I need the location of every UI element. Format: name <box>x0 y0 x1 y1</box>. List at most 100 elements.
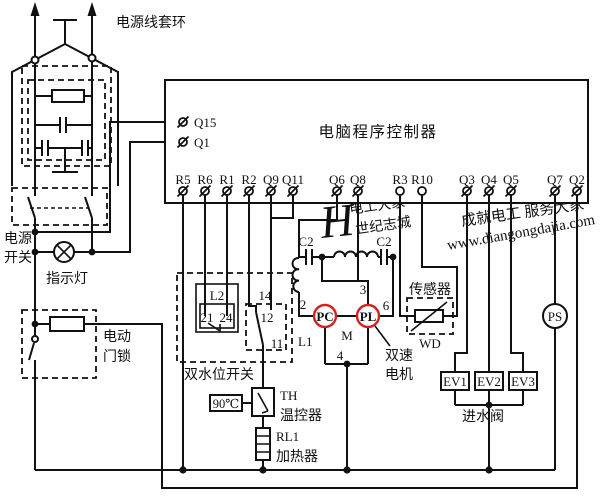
heater-label: 加热器 <box>276 449 318 465</box>
motor-pointer-line <box>374 325 391 347</box>
pl-label: PL <box>360 309 377 324</box>
terminal-Q3: Q3 <box>459 172 475 198</box>
power-switch-box <box>11 187 108 226</box>
slash-mark <box>220 184 234 198</box>
slash-mark <box>286 184 300 198</box>
switch-blades <box>27 196 93 324</box>
sensor-label: 传感器 <box>409 281 451 298</box>
c2-left-label: C2 <box>298 234 313 249</box>
water-switch-box <box>176 272 293 363</box>
door-lock-switch-pivot <box>31 335 39 343</box>
terminal-R3: R3 <box>392 172 408 196</box>
terminal-24-label: 24 <box>220 310 234 325</box>
ev2-body <box>474 371 504 391</box>
arrow-up-left-icon <box>30 2 40 16</box>
terminal-label: R10 <box>411 172 433 187</box>
tap-to-terminal3 <box>321 257 358 282</box>
shield-outline <box>11 43 119 186</box>
y-capacitors <box>35 140 92 173</box>
thermostat-heater: 90℃ TH 温控器 RL1 加热器 <box>209 387 322 470</box>
door-lock-resistor <box>49 316 85 332</box>
terminal-label: Q9 <box>263 172 279 187</box>
terminal-21-label: 21 <box>201 310 214 325</box>
terminal-label: Q3 <box>459 172 475 187</box>
thermostat-blade <box>257 392 269 414</box>
ev3-body <box>508 371 538 391</box>
q5-wire <box>510 195 524 405</box>
r3-wire <box>399 195 415 317</box>
power-switch-label1: 电源 <box>4 231 32 247</box>
ev1-label: EV1 <box>443 374 467 389</box>
terminal-label: R2 <box>241 172 256 187</box>
controller-title: 电脑程序控制器 <box>318 123 437 141</box>
terminal-12-label: 12 <box>261 310 274 325</box>
ev3-label: EV3 <box>511 374 535 389</box>
terminal-Q8: Q8 <box>350 172 366 198</box>
ps-switch: PS <box>542 195 568 470</box>
terminal-Q9: Q9 <box>263 172 279 198</box>
water-level-switch: L2 21 24 14 12 11 L1 双水位开关 <box>176 272 312 388</box>
terminal-3-label: 3 <box>360 282 367 297</box>
water-switch-label: 双水位开关 <box>184 367 254 383</box>
ev2-label: EV2 <box>477 374 501 389</box>
power-switch: 电源 开关 <box>4 187 108 324</box>
slash-mark <box>548 184 562 198</box>
door-lock-label2: 门锁 <box>103 349 131 365</box>
valves-label: 进水阀 <box>462 409 504 425</box>
terminal-R5: R5 <box>175 172 191 198</box>
open-terminal-icon <box>417 186 427 196</box>
filter-resistor <box>51 89 85 103</box>
pc-winding <box>312 303 338 329</box>
thermostat-leads <box>242 402 264 428</box>
terminal-label: R5 <box>175 172 190 187</box>
power-line-filter: 电源线套环 <box>11 2 186 196</box>
slash-mark <box>198 184 212 198</box>
pc-label: PC <box>316 309 333 324</box>
terminal-Q5: Q5 <box>503 172 519 198</box>
c2-right-label: C2 <box>376 234 391 249</box>
l1-box <box>245 303 287 351</box>
terminal-label: Q8 <box>350 172 366 187</box>
sensor-box <box>406 297 454 335</box>
junction-dots <box>31 228 493 474</box>
motor-bottom-link <box>324 315 369 470</box>
ev1-body <box>440 371 470 391</box>
slash-mark <box>176 135 190 149</box>
terminal-14-label: 14 <box>259 288 273 303</box>
indicator-lamp: 指示灯 <box>35 241 92 287</box>
terminal-11-label: 11 <box>271 336 284 351</box>
pl-winding <box>355 303 381 329</box>
thermistor-diagonal <box>410 301 448 332</box>
ps-body <box>542 303 568 329</box>
terminal-Q11: Q11 <box>282 172 304 198</box>
rl1-label: RL1 <box>276 429 299 444</box>
door-lock-label1: 电动 <box>103 329 131 345</box>
motor-label2: 电机 <box>385 367 413 383</box>
terminal-R2: R2 <box>241 172 257 198</box>
terminal-Q7: Q7 <box>547 172 563 198</box>
terminal-Q2: Q2 <box>569 172 585 198</box>
shield-pass-right <box>87 53 97 63</box>
watermark-brand2: 世纪志城 <box>354 214 412 238</box>
terminal-label: Q11 <box>282 172 304 187</box>
temperature-sensor: 传感器 WD <box>399 195 458 351</box>
indicator-label: 指示灯 <box>46 271 88 287</box>
q15-wire <box>35 121 179 233</box>
m-label: M <box>341 328 353 343</box>
q6-wire <box>298 195 338 258</box>
slash-mark <box>176 184 190 198</box>
q3-wire <box>454 195 468 405</box>
lamp-cross-icon <box>56 244 72 260</box>
earth-symbol-top <box>53 19 77 44</box>
motor-circuit: C2 C2 PC PL 2 3 6 4 M 双速 电机 <box>291 234 413 470</box>
slash-mark <box>176 115 190 129</box>
door-lock-box <box>21 309 97 379</box>
slash-mark <box>264 184 278 198</box>
slash-mark <box>460 184 474 198</box>
tap-to-terminal6 <box>379 257 394 317</box>
temp-setting-box <box>209 394 243 412</box>
filter-outer-box <box>21 65 112 167</box>
circuit-wiring <box>35 195 555 471</box>
slash-mark <box>330 184 344 198</box>
terminal-label: Q2 <box>569 172 585 187</box>
